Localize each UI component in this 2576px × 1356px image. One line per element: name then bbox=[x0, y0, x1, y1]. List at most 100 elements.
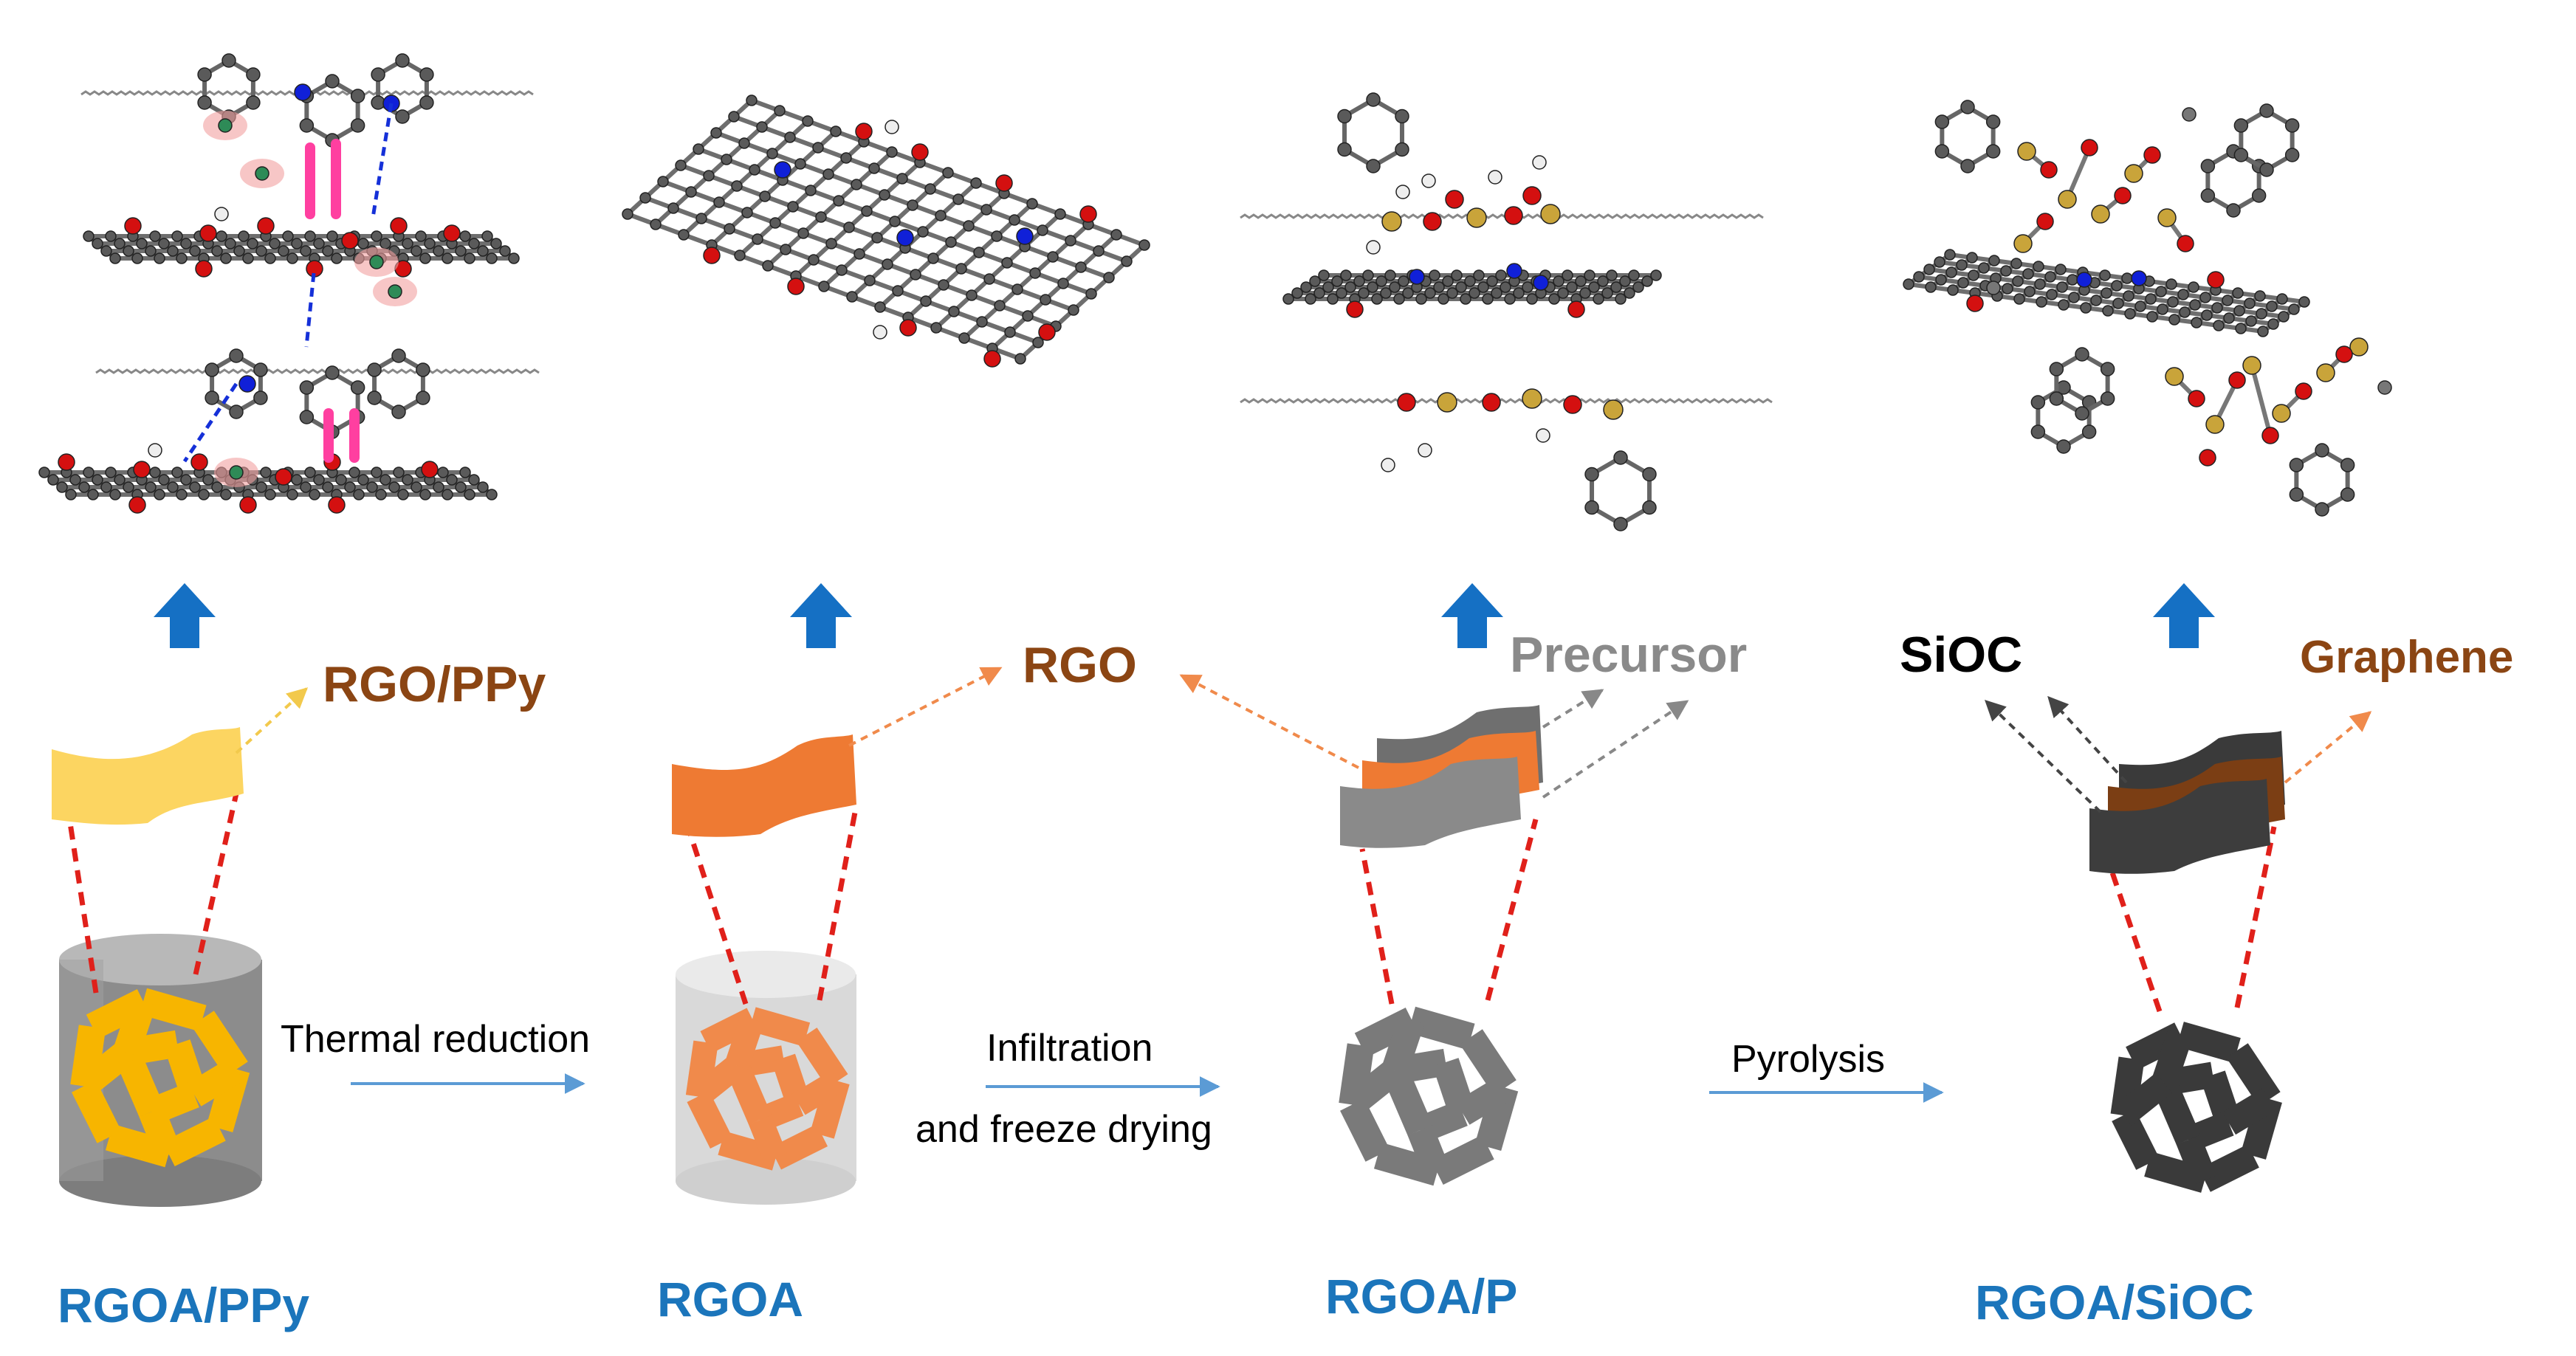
atom bbox=[133, 461, 151, 478]
atom bbox=[233, 245, 245, 257]
atom bbox=[639, 192, 651, 204]
atom bbox=[756, 121, 768, 133]
atom bbox=[344, 481, 356, 493]
atom bbox=[738, 137, 750, 149]
atom bbox=[2179, 306, 2191, 318]
atom bbox=[780, 244, 791, 255]
atom bbox=[105, 467, 117, 478]
atom bbox=[490, 238, 502, 249]
atom bbox=[199, 224, 217, 242]
atom bbox=[1584, 467, 1599, 482]
atom bbox=[955, 263, 967, 275]
atom bbox=[2233, 148, 2249, 162]
atom bbox=[2316, 363, 2335, 382]
atom bbox=[286, 252, 298, 264]
zoom-line bbox=[1359, 848, 1395, 1005]
atom bbox=[2081, 139, 2098, 156]
atom bbox=[1337, 109, 1352, 124]
atom bbox=[341, 232, 359, 249]
atom bbox=[397, 489, 409, 500]
atom bbox=[2100, 391, 2115, 406]
atom bbox=[350, 89, 365, 103]
atom bbox=[948, 306, 960, 317]
atom bbox=[1584, 269, 1596, 281]
atom bbox=[459, 230, 471, 242]
atom bbox=[309, 489, 320, 500]
atom bbox=[2157, 303, 2168, 315]
atom bbox=[713, 196, 725, 208]
atom bbox=[886, 146, 898, 158]
zoom-line bbox=[2234, 826, 2277, 1008]
atom bbox=[1934, 144, 1950, 159]
atom bbox=[1381, 211, 1402, 232]
atom bbox=[2315, 502, 2329, 517]
atom bbox=[2177, 235, 2194, 252]
atom bbox=[322, 245, 334, 257]
up-arrow-icon bbox=[1441, 583, 1503, 648]
atom bbox=[622, 208, 633, 220]
atom bbox=[2068, 292, 2080, 303]
atom bbox=[158, 474, 170, 486]
atom bbox=[2284, 118, 2300, 133]
atom bbox=[379, 238, 391, 249]
atom bbox=[2099, 269, 2111, 281]
atom bbox=[468, 238, 480, 249]
atom bbox=[815, 211, 827, 223]
atom bbox=[1337, 142, 1352, 157]
atom bbox=[766, 148, 778, 159]
atom bbox=[1300, 281, 1312, 293]
atom bbox=[2223, 312, 2235, 324]
pointer-arrow bbox=[2047, 695, 2128, 784]
atom bbox=[2075, 406, 2089, 421]
atom bbox=[762, 260, 774, 272]
atom bbox=[313, 474, 325, 486]
atom bbox=[1628, 269, 1640, 281]
atom bbox=[1327, 293, 1339, 305]
atom bbox=[38, 467, 50, 478]
pointer-arrow bbox=[1984, 700, 2102, 813]
atom bbox=[749, 164, 760, 176]
atom bbox=[2022, 268, 2034, 280]
atom bbox=[868, 162, 880, 174]
atom bbox=[2257, 326, 2269, 337]
atom bbox=[148, 443, 162, 458]
pointer-arrow bbox=[235, 687, 309, 754]
atom bbox=[2076, 272, 2092, 288]
atom bbox=[1016, 227, 1034, 245]
atom bbox=[424, 238, 436, 249]
atom bbox=[2033, 261, 2044, 272]
atom bbox=[1026, 198, 1038, 210]
atom bbox=[2046, 289, 2058, 300]
atom bbox=[746, 94, 758, 106]
atom bbox=[2222, 295, 2233, 306]
atom bbox=[2177, 289, 2189, 300]
atom bbox=[1353, 275, 1365, 287]
atom bbox=[896, 229, 914, 247]
atom bbox=[1395, 185, 1410, 199]
zoom-line bbox=[67, 822, 99, 994]
network-strut bbox=[687, 1090, 733, 1149]
atom bbox=[2254, 290, 2266, 302]
atom bbox=[892, 285, 904, 297]
atom bbox=[1557, 287, 1569, 299]
atom bbox=[335, 474, 347, 486]
atom bbox=[1395, 142, 1409, 157]
zoom-line bbox=[2101, 847, 2163, 1013]
atom bbox=[2131, 270, 2147, 286]
atom bbox=[2266, 300, 2278, 312]
atom bbox=[774, 105, 786, 117]
atom bbox=[2189, 299, 2201, 311]
atom bbox=[2245, 315, 2257, 327]
network-strut bbox=[2222, 1087, 2277, 1135]
atom bbox=[395, 109, 410, 124]
atom bbox=[2284, 148, 2300, 162]
atom bbox=[419, 252, 431, 264]
atom bbox=[1455, 281, 1467, 293]
atom bbox=[229, 465, 244, 480]
atom bbox=[731, 180, 743, 192]
atom bbox=[2242, 356, 2261, 375]
atom bbox=[710, 127, 722, 139]
atom bbox=[328, 496, 346, 514]
network-strut bbox=[725, 1015, 764, 1070]
atom bbox=[158, 238, 170, 249]
